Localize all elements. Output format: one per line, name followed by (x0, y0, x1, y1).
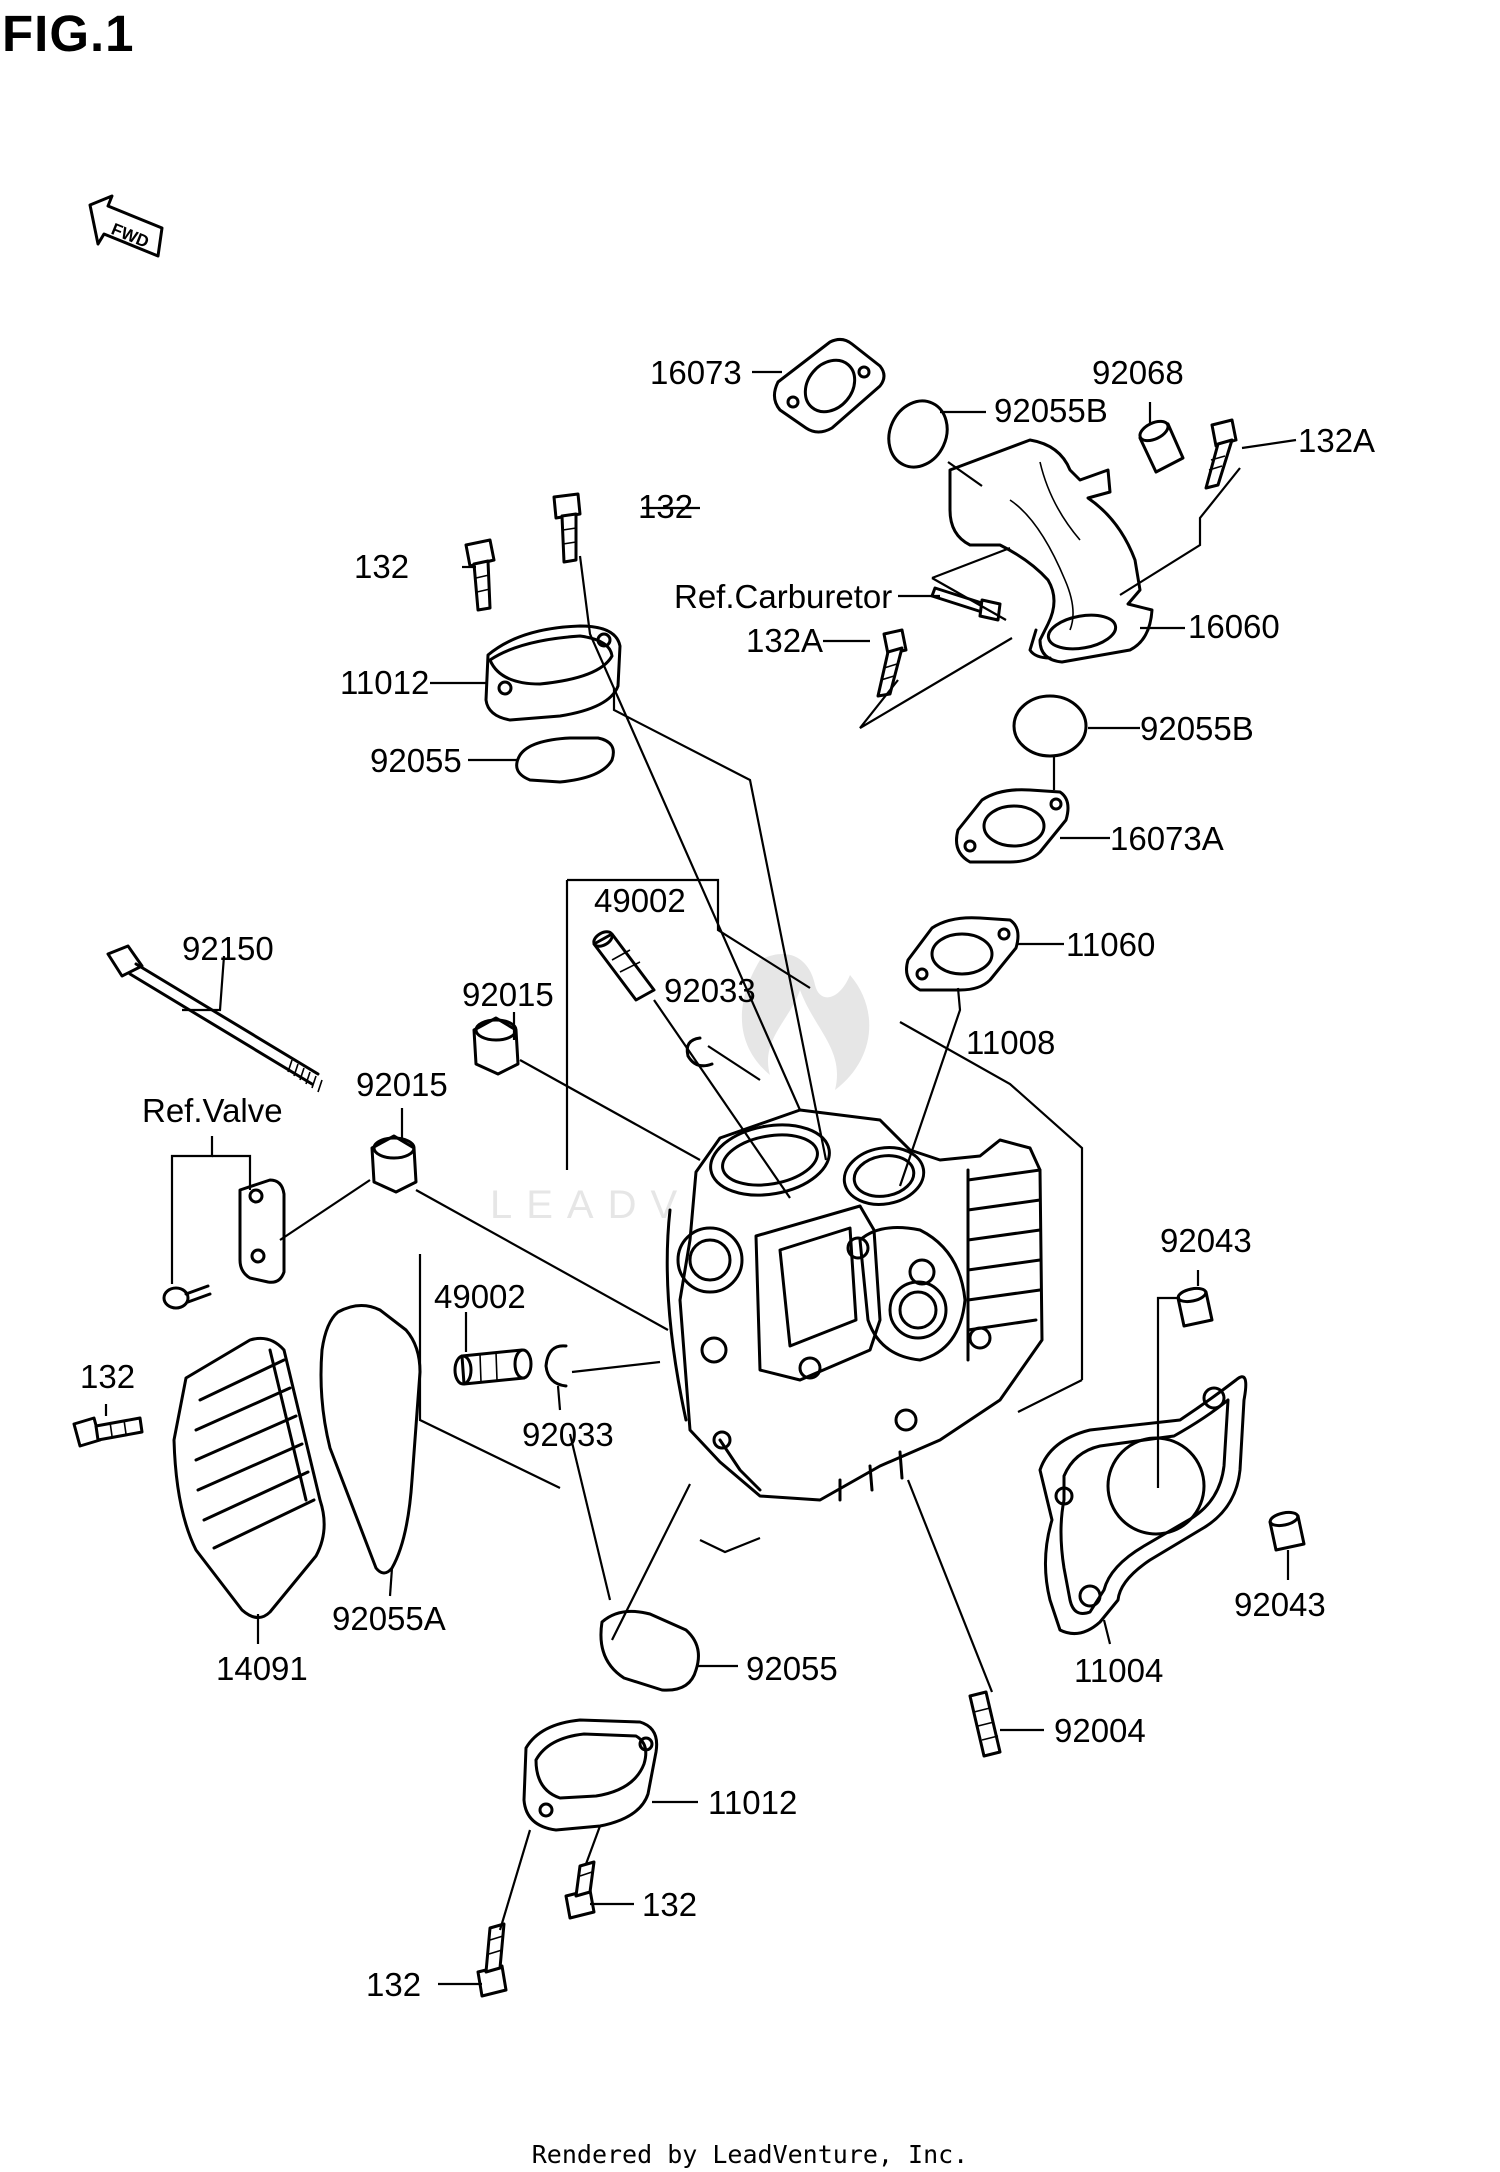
valve-plate-ref (238, 1178, 286, 1284)
clip-92033-top (685, 1036, 714, 1068)
gasket-11060 (905, 916, 1020, 992)
nut-92015-a (472, 1016, 520, 1076)
carburetor-bolt-ref (930, 586, 1002, 622)
label-132-bottom-left: 132 (366, 1966, 421, 2003)
intake-pipe-16060 (948, 438, 1154, 664)
clip-92033-mid (544, 1344, 568, 1388)
label-16060: 16060 (1188, 608, 1280, 645)
dowel-92043-top (1176, 1286, 1214, 1328)
footer-credit: Rendered by LeadVenture, Inc. (531, 2140, 969, 2169)
label-49002-mid: 49002 (434, 1278, 526, 1315)
o-ring-92055b-mid (1012, 694, 1088, 758)
side-cover-14091 (172, 1336, 326, 1619)
head-gasket-11004 (1038, 1375, 1248, 1636)
label-92055-bottom: 92055 (746, 1650, 838, 1687)
dowel-92043-bottom (1268, 1510, 1306, 1552)
label-ref-valve: Ref.Valve (142, 1092, 283, 1129)
label-92055-top: 92055 (370, 742, 462, 779)
label-132-bottom-right: 132 (642, 1886, 697, 1923)
callout-labels: 16073 92068 92055B 132A 132 132 Ref.Carb… (80, 354, 1375, 2003)
label-132a-mid: 132A (746, 622, 823, 659)
o-ring-92055-top (515, 736, 615, 784)
label-92055b-top: 92055B (994, 392, 1108, 429)
insulator-gasket-16073a (955, 788, 1070, 864)
label-132-left: 132 (80, 1358, 135, 1395)
label-92055b-mid: 92055B (1140, 710, 1254, 747)
nut-92015-b (370, 1134, 418, 1194)
cylinder-head-11008 (418, 878, 1084, 1554)
label-92055a: 92055A (332, 1600, 446, 1637)
label-11004: 11004 (1074, 1652, 1163, 1689)
label-132-top-left: 132 (354, 548, 409, 585)
label-11012-bottom: 11012 (708, 1784, 797, 1821)
label-11060: 11060 (1066, 926, 1155, 963)
bolt-132-top-left (464, 538, 496, 612)
label-11012-top: 11012 (340, 664, 429, 701)
bolt-132a-top (1204, 418, 1238, 490)
bolt-132-bottom-right (564, 1860, 596, 1920)
label-92033-mid: 92033 (522, 1416, 614, 1453)
bolt-132-top-right (552, 492, 582, 564)
label-92068: 92068 (1092, 354, 1184, 391)
collar-92068 (1138, 419, 1185, 474)
figure-title: FIG.1 (2, 5, 135, 62)
label-92015-a: 92015 (462, 976, 554, 1013)
label-16073a: 16073A (1110, 820, 1224, 857)
dowel-pin-49002-top (592, 930, 656, 1002)
label-92043-bottom: 92043 (1234, 1586, 1326, 1623)
leader-lines (104, 370, 1297, 1986)
label-16073: 16073 (650, 354, 742, 391)
label-92033-top: 92033 (664, 972, 756, 1009)
gasket-92055a (319, 1304, 422, 1575)
label-ref-carburetor: Ref.Carburetor (674, 578, 892, 615)
valve-cap-11012-top (484, 624, 622, 722)
stud-bolt-92150 (106, 944, 323, 1093)
bolt-132-left (72, 1416, 144, 1448)
forward-direction-arrow-icon: FWD (88, 194, 164, 258)
label-132a-top: 132A (1298, 422, 1375, 459)
o-ring-92055-bottom (599, 1609, 700, 1692)
label-92150: 92150 (182, 930, 274, 967)
valve-cap-11012-bottom (522, 1718, 659, 1832)
o-ring-92055b-top (887, 399, 949, 469)
dowel-pin-49002-mid (453, 1348, 533, 1386)
insulator-gasket-16073 (773, 337, 886, 434)
bolt-132a-mid (876, 628, 908, 698)
bolt-132-bottom-left (476, 1922, 508, 1998)
label-132-top-right: 132 (638, 488, 693, 525)
valve-screw-ref (162, 1284, 212, 1310)
label-92015-b: 92015 (356, 1066, 448, 1103)
label-11008: 11008 (966, 1024, 1055, 1061)
stud-92004 (968, 1690, 1002, 1758)
label-14091: 14091 (216, 1650, 308, 1687)
label-49002-top: 49002 (594, 882, 686, 919)
label-92043-top: 92043 (1160, 1222, 1252, 1259)
label-92004: 92004 (1054, 1712, 1146, 1749)
